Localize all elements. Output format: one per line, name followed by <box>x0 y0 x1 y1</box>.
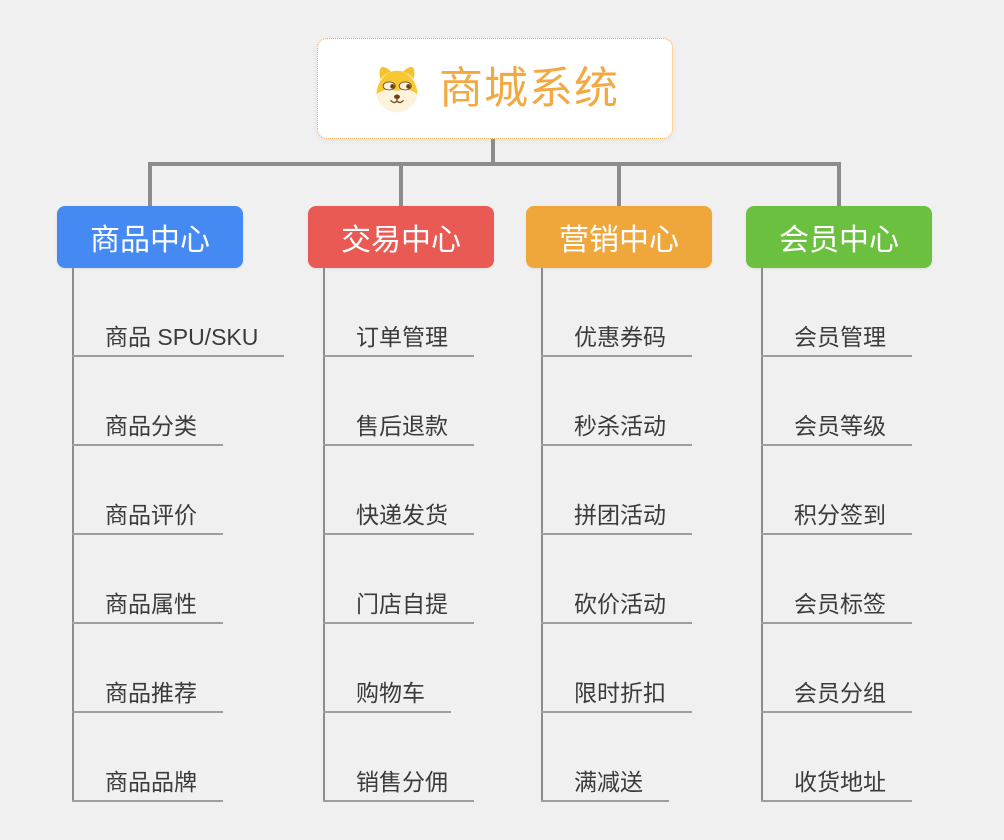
branch-drop-connector <box>148 162 152 207</box>
child-trunk-connector <box>761 268 763 802</box>
leaf-node[interactable]: 积分签到 <box>761 497 912 535</box>
root-node-mall-system[interactable]: 商城系统 <box>317 38 673 139</box>
leaf-node[interactable]: 订单管理 <box>323 319 474 357</box>
leaf-node[interactable]: 门店自提 <box>323 586 474 624</box>
leaf-node[interactable]: 秒杀活动 <box>541 408 692 446</box>
leaf-node[interactable]: 限时折扣 <box>541 675 692 713</box>
branch-node-trade-center[interactable]: 交易中心 <box>308 206 494 268</box>
leaf-node[interactable]: 商品属性 <box>72 586 223 624</box>
branch-drop-connector <box>837 162 841 207</box>
leaf-node[interactable]: 满减送 <box>541 764 669 802</box>
child-trunk-connector <box>323 268 325 802</box>
leaf-node[interactable]: 销售分佣 <box>323 764 474 802</box>
leaf-node[interactable]: 会员分组 <box>761 675 912 713</box>
leaf-node[interactable]: 收货地址 <box>761 764 912 802</box>
branch-node-marketing-center[interactable]: 营销中心 <box>526 206 712 268</box>
leaf-node[interactable]: 快递发货 <box>323 497 474 535</box>
leaf-node[interactable]: 商品推荐 <box>72 675 223 713</box>
leaf-node[interactable]: 拼团活动 <box>541 497 692 535</box>
branch-horizontal-connector <box>149 162 841 166</box>
leaf-node[interactable]: 售后退款 <box>323 408 474 446</box>
leaf-node[interactable]: 商品分类 <box>72 408 223 446</box>
child-trunk-connector <box>541 268 543 802</box>
dog-face-icon <box>376 66 418 112</box>
leaf-node[interactable]: 会员等级 <box>761 408 912 446</box>
branch-node-product-center[interactable]: 商品中心 <box>57 206 243 268</box>
leaf-node[interactable]: 砍价活动 <box>541 586 692 624</box>
leaf-node[interactable]: 会员标签 <box>761 586 912 624</box>
child-trunk-connector <box>72 268 74 802</box>
leaf-node[interactable]: 商品评价 <box>72 497 223 535</box>
leaf-node[interactable]: 购物车 <box>323 675 451 713</box>
root-stem-connector <box>491 139 495 163</box>
leaf-node[interactable]: 优惠券码 <box>541 319 692 357</box>
leaf-node[interactable]: 商品 SPU/SKU <box>72 319 285 357</box>
root-node-title: 商城系统 <box>439 63 619 113</box>
leaf-node[interactable]: 会员管理 <box>761 319 912 357</box>
branch-drop-connector <box>399 162 403 207</box>
leaf-node[interactable]: 商品品牌 <box>72 764 223 802</box>
branch-node-member-center[interactable]: 会员中心 <box>746 206 932 268</box>
branch-drop-connector <box>617 162 621 207</box>
